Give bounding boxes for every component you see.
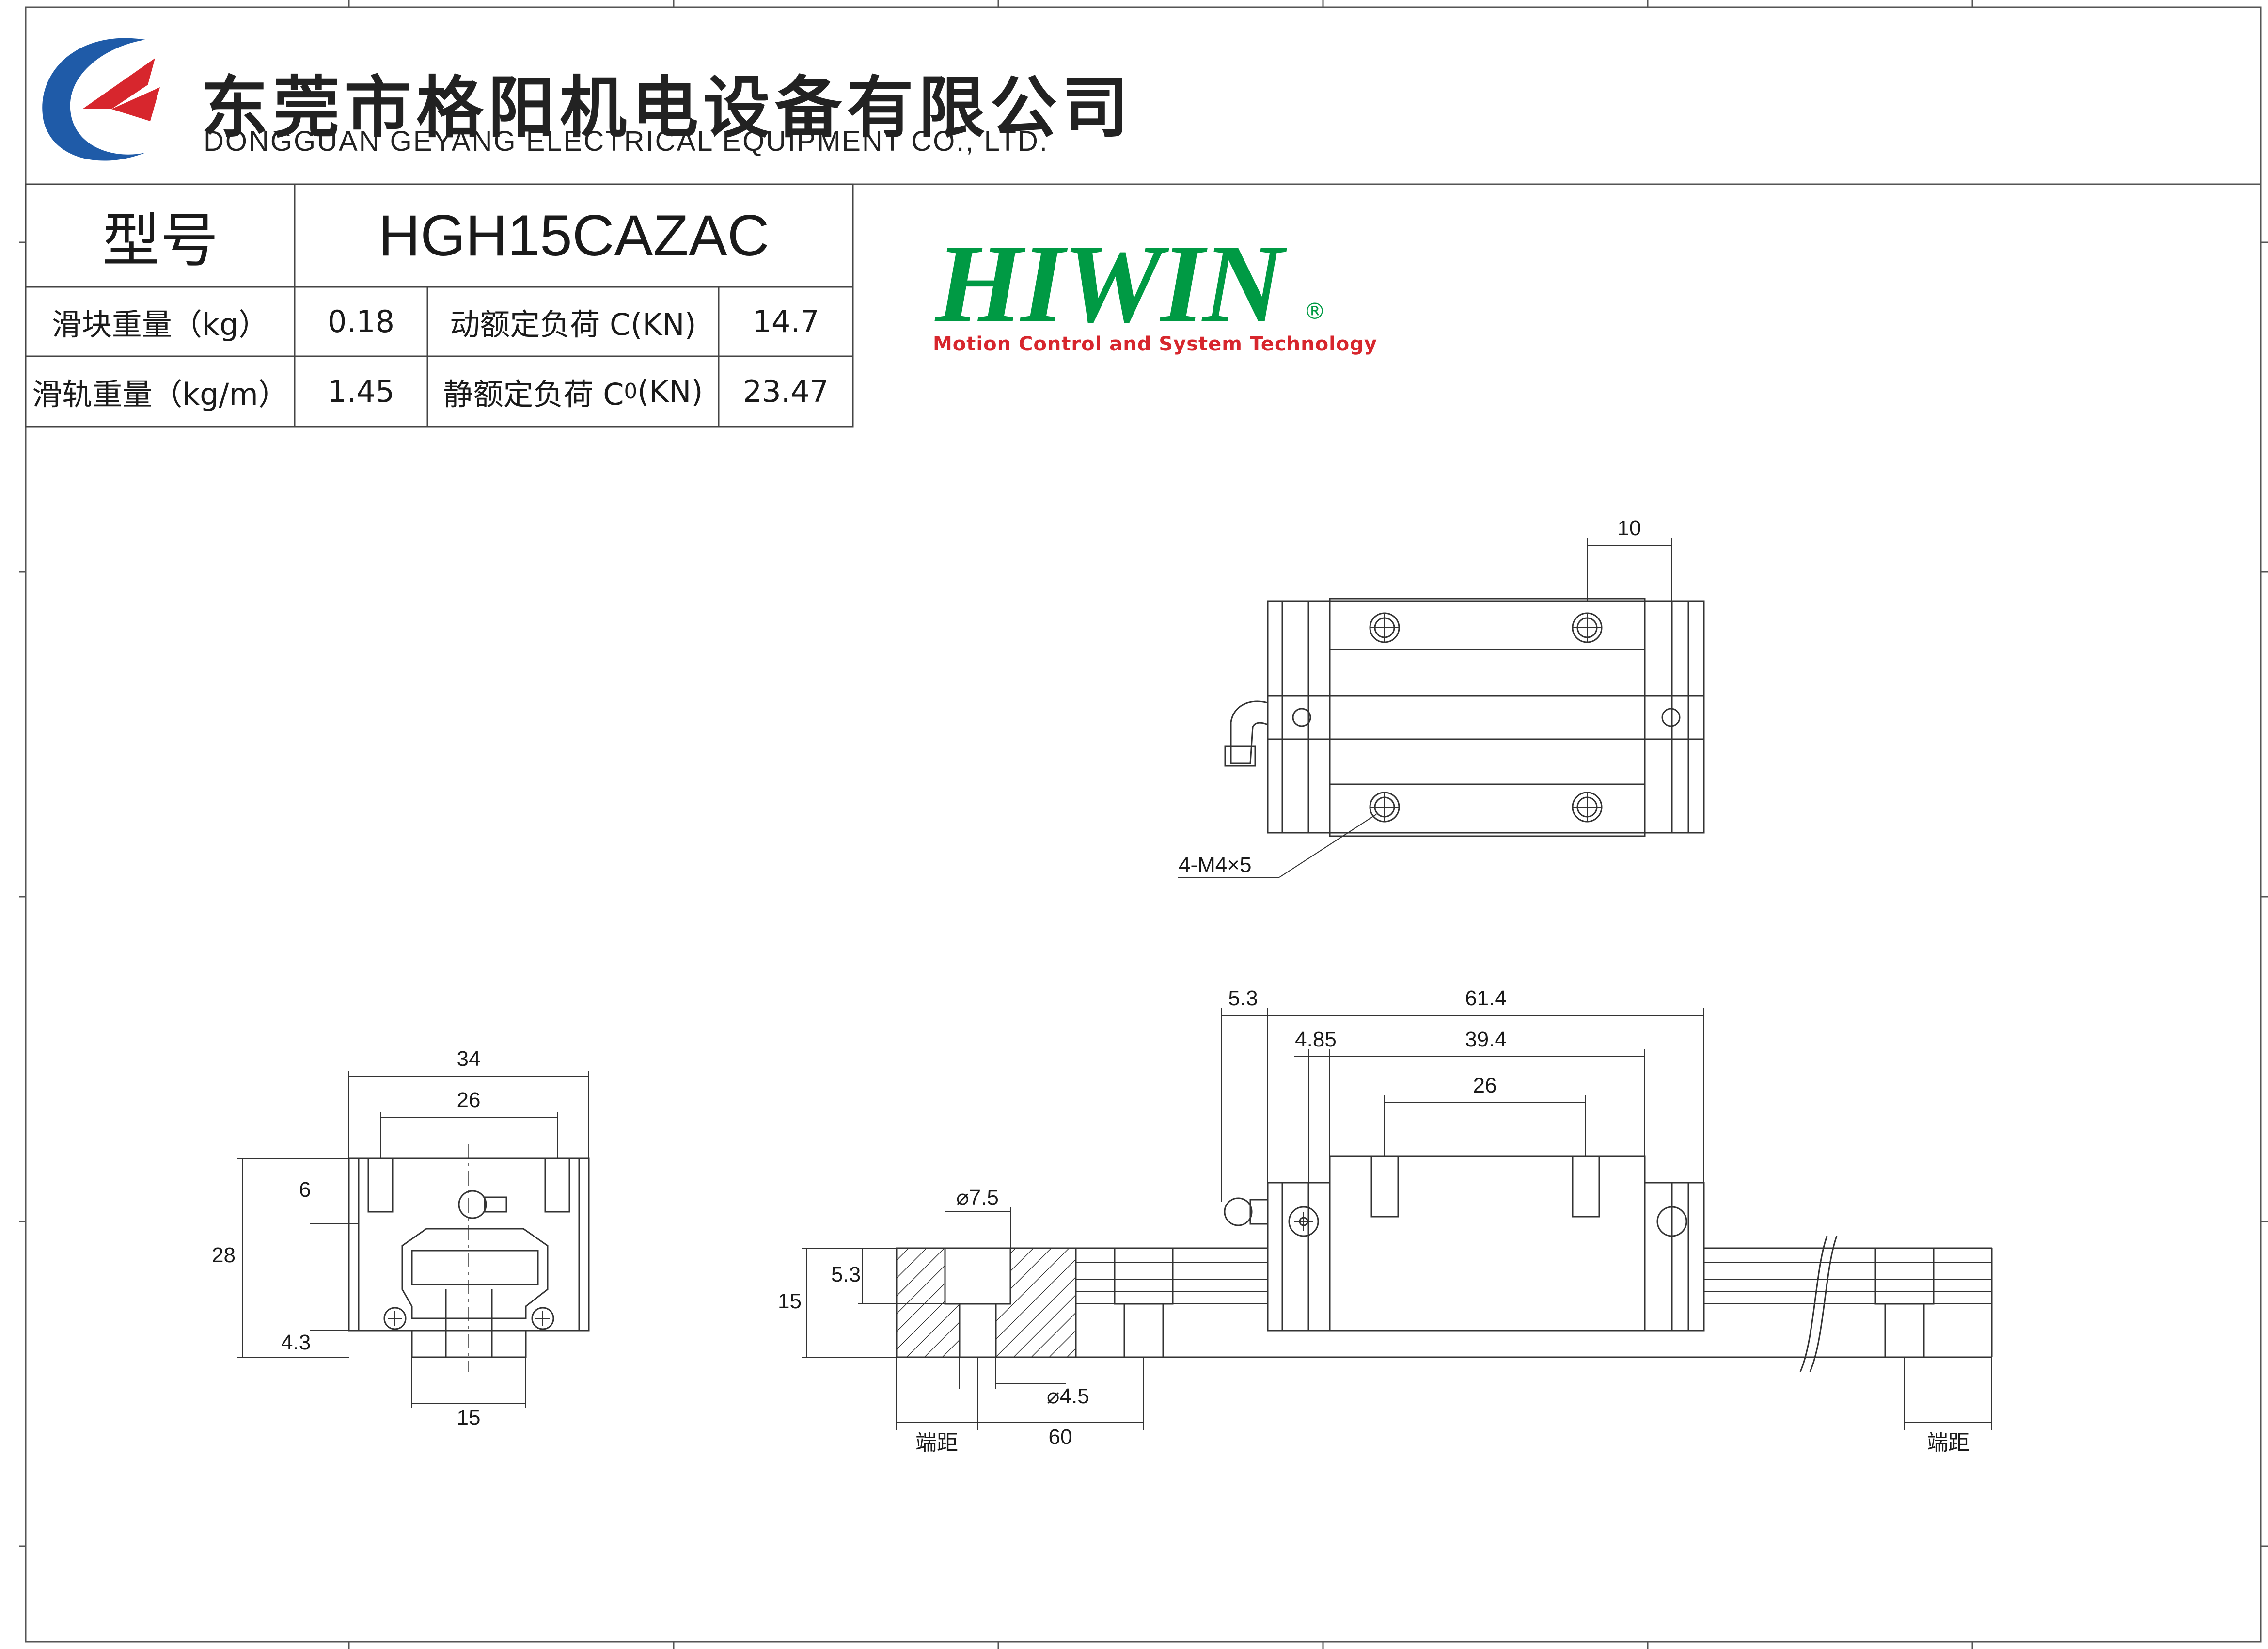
dim-end-15: 15: [457, 1406, 481, 1429]
dim-side-26: 26: [1473, 1074, 1497, 1097]
dim-side-5-3-top: 5.3: [1228, 986, 1258, 1010]
static-load-label-sub: 0: [624, 379, 638, 404]
static-load-label-pre: 静额定负荷 C: [443, 376, 624, 412]
hiwin-tagline: Motion Control and System Technology: [933, 333, 1377, 355]
dynamic-load-label: 动额定负荷 C(KN): [450, 306, 696, 342]
dim-side-15: 15: [778, 1289, 802, 1313]
dim-end-34: 34: [457, 1047, 481, 1071]
dim-side-61-4: 61.4: [1465, 986, 1507, 1010]
model-label: 型号: [102, 207, 219, 275]
dim-side-4-85: 4.85: [1295, 1028, 1337, 1051]
company-name-en: DONGGUAN GEYANG ELECTRICAL EQUIPMENT CO.…: [204, 126, 1049, 157]
block-weight-label: 滑块重量（kg）: [51, 306, 269, 342]
static-load-label-post: (KN): [637, 374, 703, 409]
dim-side-end-distance-right: 端距: [1927, 1431, 1969, 1455]
hiwin-logo: HIWIN: [935, 222, 1284, 346]
company-logo-icon: [42, 38, 160, 161]
dim-side-39-4: 39.4: [1465, 1028, 1507, 1051]
dim-side-phi7-5: ⌀7.5: [956, 1186, 999, 1209]
static-load-value: 23.47: [742, 374, 829, 409]
dim-end-6: 6: [299, 1178, 311, 1202]
dim-thread-note: 4-M4×5: [1179, 853, 1252, 877]
dim-end-4-3: 4.3: [281, 1331, 311, 1354]
dim-side-60: 60: [1048, 1425, 1072, 1449]
rail-weight-value: 1.45: [327, 374, 395, 409]
block-weight-value: 0.18: [327, 304, 395, 339]
spec-table-grid: [25, 183, 854, 428]
registered-mark: ®: [1304, 298, 1326, 324]
company-name-cn: 东莞市格阳机电设备有限公司: [201, 69, 1134, 147]
model-value: HGH15CAZAC: [378, 203, 770, 268]
dim-side-5-3: 5.3: [831, 1263, 861, 1286]
top-view: [1178, 538, 1705, 878]
end-view: [237, 1071, 590, 1408]
side-view: [802, 1008, 1993, 1430]
dim-side-end-distance-left: 端距: [915, 1431, 958, 1455]
dim-top-10: 10: [1617, 516, 1641, 540]
dynamic-load-value: 14.7: [752, 304, 819, 339]
dim-end-26: 26: [457, 1088, 481, 1112]
dim-side-phi4-5: ⌀4.5: [1047, 1384, 1089, 1408]
rail-weight-label: 滑轨重量（kg/m）: [32, 376, 288, 412]
dim-end-28: 28: [212, 1243, 236, 1267]
